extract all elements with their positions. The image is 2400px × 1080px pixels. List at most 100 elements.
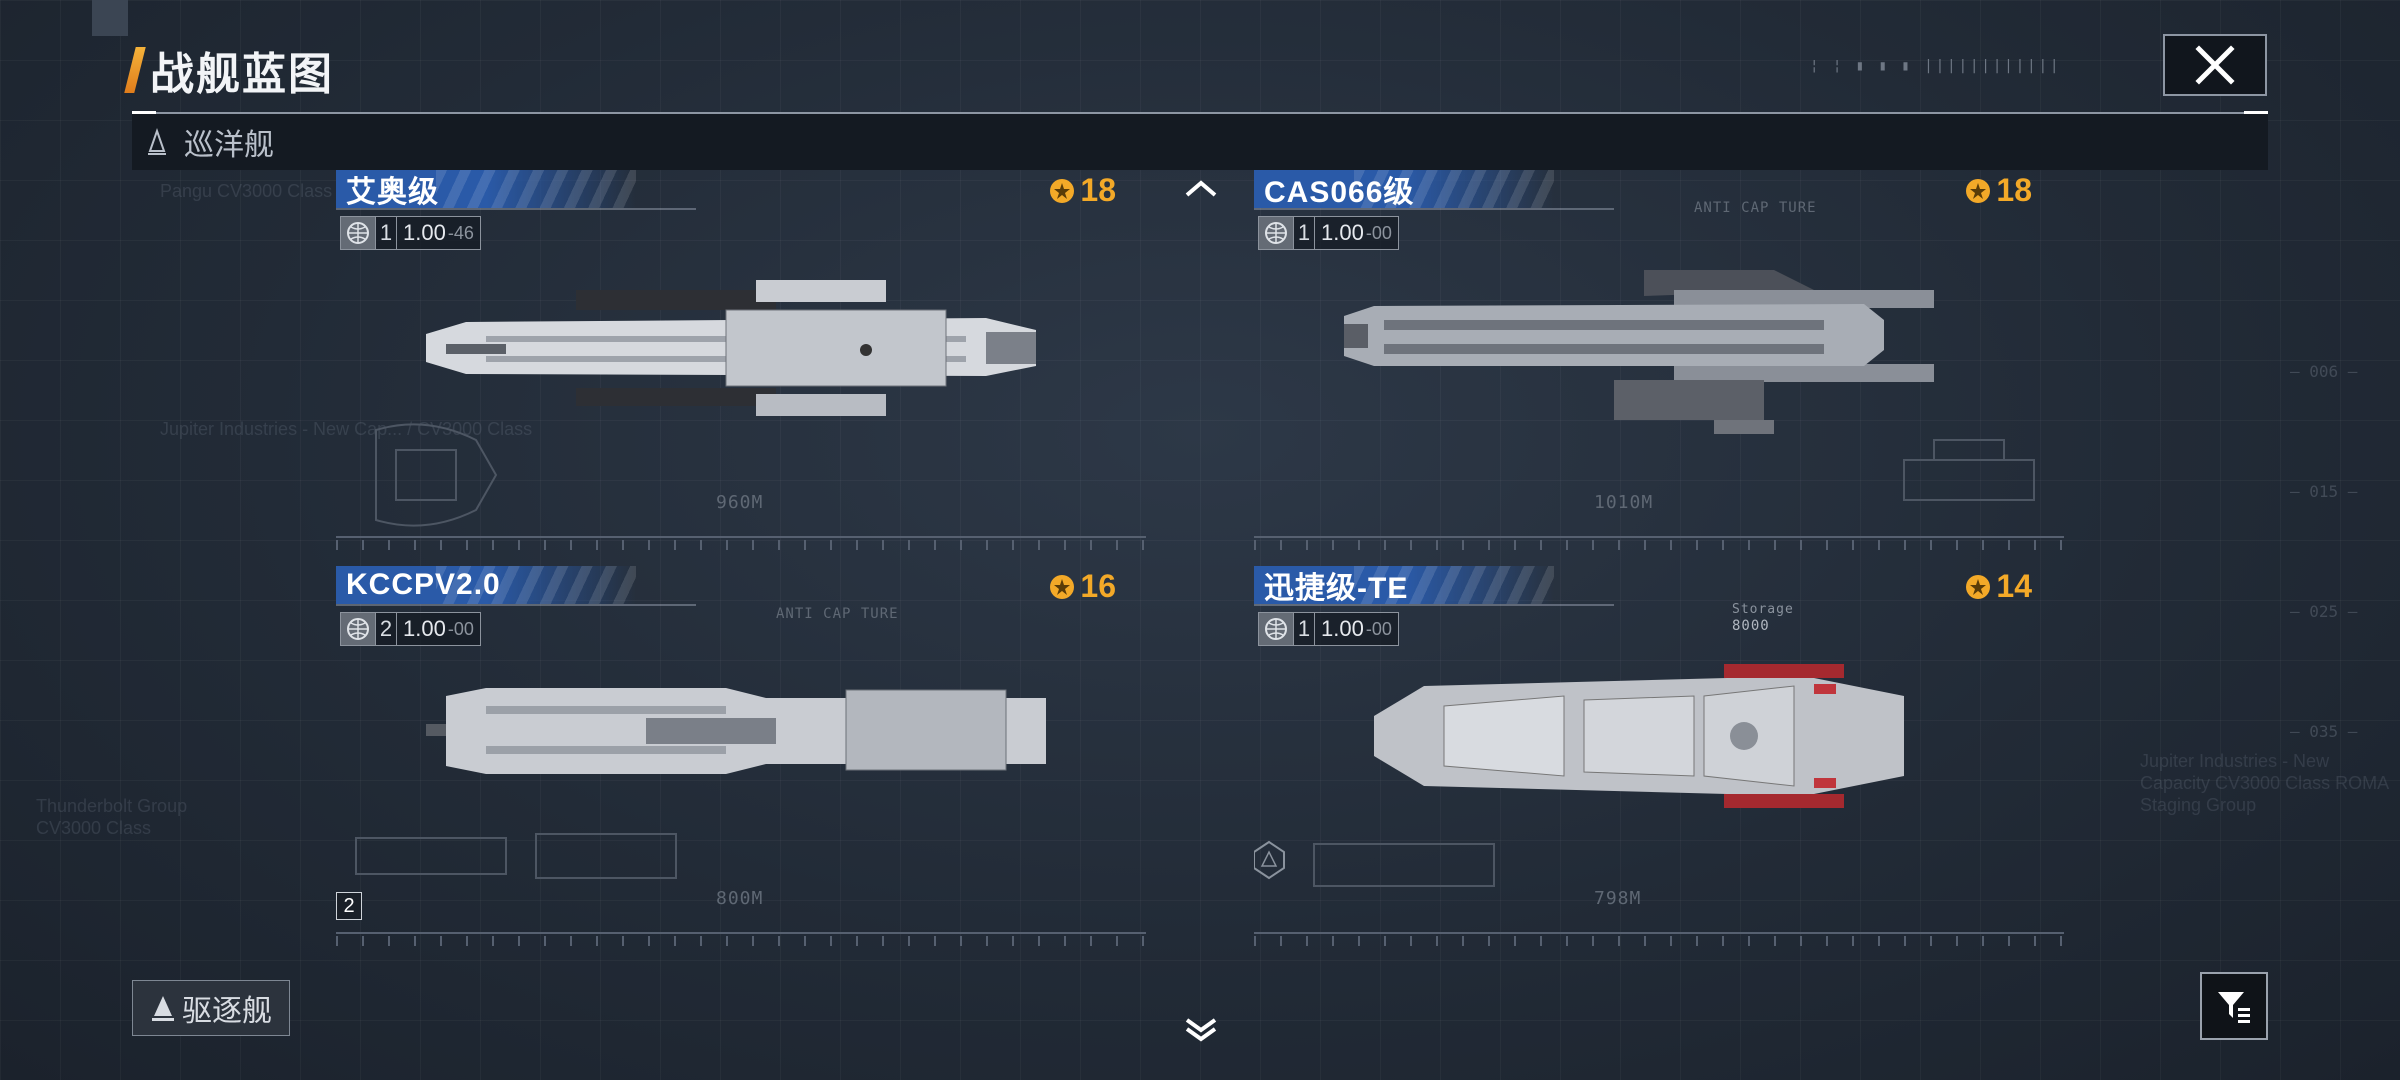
ship-schematic xyxy=(355,833,677,879)
score-value: 18 xyxy=(1996,172,2032,208)
bg-text: Thunderbolt Group CV3000 Class xyxy=(36,796,188,838)
score-value: 16 xyxy=(1080,568,1116,604)
close-button[interactable] xyxy=(2163,34,2267,96)
version-sub: -00 xyxy=(1365,618,1392,639)
ship-version: 1.00 -00 xyxy=(1315,613,1398,645)
storage-label: Storage xyxy=(1732,602,1794,617)
ship-name: 迅捷级-TE xyxy=(1264,572,1409,605)
name-underline xyxy=(1254,208,1614,210)
name-underline xyxy=(336,604,696,606)
destroyer-label: 驱逐舰 xyxy=(182,995,272,1028)
star-badge-icon xyxy=(1966,574,1991,599)
length-ruler xyxy=(1254,932,2064,946)
side-mark: — 006 — xyxy=(2290,362,2358,381)
bg-text: Jupiter Industries - New Cap... / CV3000… xyxy=(160,419,533,439)
ship-image xyxy=(426,280,1036,416)
category-label: 巡洋舰 xyxy=(184,129,274,162)
ship-version-badge: 1 1.00 -00 xyxy=(1258,612,1399,646)
ship-name-banner: 迅捷级-TE xyxy=(1254,566,1554,605)
version-main: 1.00 xyxy=(403,616,446,641)
page-title: 战舰蓝图 xyxy=(150,50,334,99)
ruler-ticks xyxy=(336,540,1146,550)
corner-mark xyxy=(92,0,128,36)
ruler-ticks xyxy=(336,936,1146,946)
ship-version: 1.00 -00 xyxy=(397,613,480,645)
ship-score: 14 xyxy=(1963,568,2032,605)
name-underline xyxy=(336,208,696,210)
ship-version-badge: 1 1.00 -46 xyxy=(340,216,481,250)
ship-image xyxy=(426,688,1046,774)
ship-version-badge: 1 1.00 -00 xyxy=(1258,216,1399,250)
version-sub: -00 xyxy=(1365,222,1392,243)
name-underline xyxy=(1254,604,1614,606)
globe-icon xyxy=(341,613,375,645)
ship-schematic xyxy=(1254,840,1495,887)
side-mark: — 015 — xyxy=(2290,482,2358,501)
ship-score: 18 xyxy=(1963,172,2032,209)
score-value: 14 xyxy=(1996,568,2032,604)
ship-schematic xyxy=(1903,439,2035,501)
ship-name-banner: 艾奥级 xyxy=(336,170,636,209)
ship-image xyxy=(1344,270,1934,434)
ship-length: 960M xyxy=(716,492,764,513)
category-bar[interactable]: 巡洋舰 xyxy=(132,111,2268,170)
destroyer-category-button[interactable]: 驱逐舰 xyxy=(132,980,290,1036)
length-ruler xyxy=(336,536,1146,550)
ship-class-icon xyxy=(152,996,174,1021)
ship-score: 18 xyxy=(1047,172,1116,209)
close-icon xyxy=(2195,45,2235,85)
ship-name-banner: CAS066级 xyxy=(1254,170,1554,209)
ship-length: 800M xyxy=(716,888,764,909)
ruler-ticks xyxy=(1254,936,2064,946)
version-main: 1.00 xyxy=(403,220,446,245)
chevron-up-icon[interactable] xyxy=(1184,176,1218,200)
length-ruler xyxy=(336,932,1146,946)
globe-icon xyxy=(1259,217,1293,249)
filter-button[interactable] xyxy=(2200,972,2268,1040)
side-mark: — 025 — xyxy=(2290,602,2358,621)
chevron-down-icon[interactable] xyxy=(1184,1016,1218,1044)
ship-name: CAS066级 xyxy=(1264,176,1415,209)
ship-tier: 2 xyxy=(375,613,397,645)
page-header: 战舰蓝图 xyxy=(124,38,334,102)
version-main: 1.00 xyxy=(1321,616,1364,641)
globe-icon xyxy=(341,217,375,249)
ruler-ticks xyxy=(1254,540,2064,550)
ship-tier: 1 xyxy=(1293,613,1315,645)
ship-tier: 1 xyxy=(375,217,397,249)
star-badge-icon xyxy=(1050,178,1075,203)
ship-score: 16 xyxy=(1047,568,1116,605)
filter-icon xyxy=(2218,992,2250,1023)
storage-value: 8000 xyxy=(1732,618,1770,634)
star-badge-icon xyxy=(1050,574,1075,599)
title-accent xyxy=(124,47,146,93)
ship-name: KCCPV2.0 xyxy=(346,568,501,601)
ship-version: 1.00 -00 xyxy=(1315,217,1398,249)
version-sub: -46 xyxy=(447,222,474,243)
bg-text: Jupiter Industries - New Capacity CV3000… xyxy=(2140,751,2389,815)
side-mark: — 035 — xyxy=(2290,722,2358,741)
version-sub: -00 xyxy=(447,618,474,639)
score-value: 18 xyxy=(1080,172,1116,208)
star-badge-icon xyxy=(1966,178,1991,203)
header-deco-ticks: ¦ ¦ ▮ ▮ ▮ |||||||||||| xyxy=(1810,58,2062,74)
ship-card[interactable]: 艾奥级 18 1 1.00 -46 960M xyxy=(336,170,1156,550)
ship-image xyxy=(1374,664,1904,808)
ship-card[interactable]: 迅捷级-TE 14 1 1.00 -00 Storage 8000 xyxy=(1254,566,2074,946)
ship-card[interactable]: CAS066级 18 1 1.00 -00 ANTI CAP TURE 1010 xyxy=(1254,170,2074,550)
length-ruler xyxy=(1254,536,2064,550)
ship-name: 艾奥级 xyxy=(346,176,439,209)
ship-class-icon xyxy=(148,127,166,155)
ship-version-badge: 2 1.00 -00 xyxy=(340,612,481,646)
anti-capture-label: ANTI CAP TURE xyxy=(776,606,899,622)
ship-length: 1010M xyxy=(1594,492,1654,513)
ship-tier: 1 xyxy=(1293,217,1315,249)
globe-icon xyxy=(1259,613,1293,645)
version-main: 1.00 xyxy=(1321,220,1364,245)
page-count-badge: 2 xyxy=(336,892,362,920)
ship-card[interactable]: KCCPV2.0 16 2 1.00 -00 ANTI CAP TURE 2 8… xyxy=(336,566,1156,946)
ship-name-banner: KCCPV2.0 xyxy=(336,566,636,604)
ship-schematic xyxy=(375,423,498,527)
ship-length: 798M xyxy=(1594,888,1642,909)
anti-capture-label: ANTI CAP TURE xyxy=(1694,200,1817,216)
